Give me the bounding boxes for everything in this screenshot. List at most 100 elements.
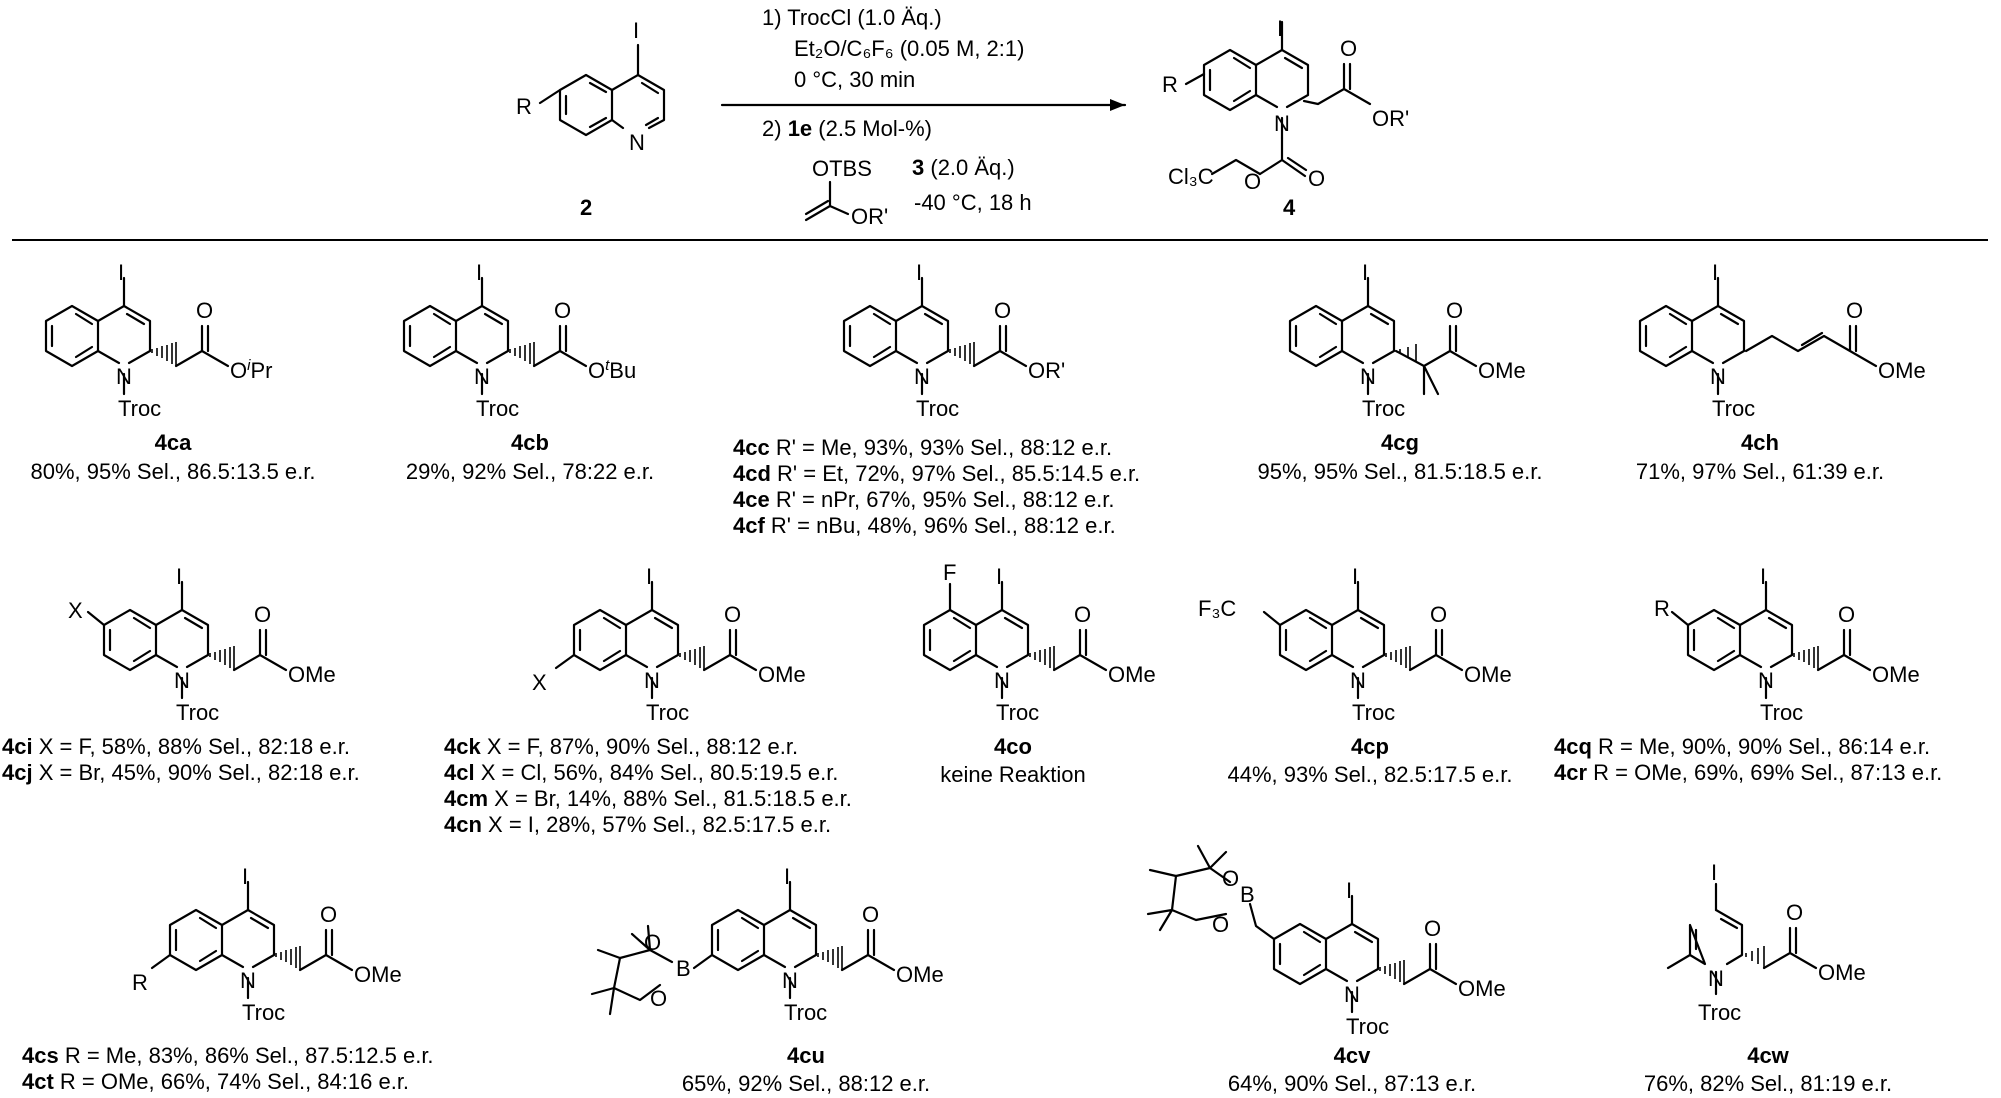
svg-text:X: X [68, 598, 83, 623]
step1-solvent: Et₂O/C₆F₆ (0.05 M, 2:1) [794, 36, 1024, 61]
result-4cb: 29%, 92% Sel., 78:22 e.r. [406, 459, 654, 484]
svg-text:OMe: OMe [896, 962, 944, 987]
result-4cc: 4cc R' = Me, 93%, 93% Sel., 88:12 e.r. [733, 435, 1112, 460]
svg-text:O: O [320, 902, 337, 927]
svg-text:I: I [916, 260, 922, 285]
structure-4cq-4cr: R I N Troc O OMe [1654, 564, 1920, 725]
structure-4ca: I N Troc O OiPr [44, 260, 272, 421]
result-4ci: 4ci X = F, 58%, 88% Sel., 82:18 e.r. [2, 734, 350, 759]
svg-text:F₃C: F₃C [1198, 596, 1236, 621]
svg-text:OMe: OMe [1478, 358, 1526, 383]
structure-4cc-4cf: I N Troc O OR' [842, 260, 1065, 421]
svg-text:I: I [784, 864, 790, 889]
svg-text:N: N [644, 668, 660, 693]
svg-text:OtBu: OtBu [588, 357, 636, 384]
structure-4co: F I N Troc O OMe [922, 560, 1156, 725]
ring-nitrogen: N [629, 130, 645, 155]
svg-text:I: I [1362, 260, 1368, 285]
arrow-head [1110, 99, 1125, 111]
svg-text:O: O [994, 298, 1011, 323]
svg-text:Troc: Troc [242, 1000, 285, 1025]
svg-text:I: I [996, 564, 1002, 589]
step1-conditions: 0 °C, 30 min [794, 67, 915, 92]
svg-text:N: N [1350, 668, 1366, 693]
svg-text:Troc: Troc [118, 396, 161, 421]
svg-text:O: O [724, 602, 741, 627]
svg-text:O: O [1212, 912, 1229, 937]
result-4cr: 4cr R = OMe, 69%, 69% Sel., 87:13 e.r. [1554, 760, 1942, 785]
svg-text:OMe: OMe [1108, 662, 1156, 687]
svg-text:Cl₃C: Cl₃C [1168, 164, 1214, 189]
step2-catalyst: 2) 1e (2.5 Mol-%) [762, 116, 932, 141]
result-4cf: 4cf R' = nBu, 48%, 96% Sel., 88:12 e.r. [733, 513, 1116, 538]
label-4ca: 4ca [155, 430, 192, 455]
result-4co: keine Reaktion [940, 762, 1086, 787]
svg-text:Troc: Troc [1352, 700, 1395, 725]
structure-4cu: B O O I N Troc O OMe [590, 864, 944, 1025]
result-4ct: 4ct R = OMe, 66%, 74% Sel., 84:16 e.r. [22, 1069, 409, 1094]
svg-text:Troc: Troc [916, 396, 959, 421]
label-4cb: 4cb [511, 430, 549, 455]
svg-text:OMe: OMe [1878, 358, 1926, 383]
r-substituent: R [516, 94, 532, 119]
svg-text:Troc: Troc [476, 396, 519, 421]
svg-text:N: N [474, 364, 490, 389]
svg-text:I: I [1352, 564, 1358, 589]
compound-number-2: 2 [580, 195, 592, 220]
svg-text:N: N [240, 968, 256, 993]
structure-4cs-4ct: R I N Troc O OMe [132, 864, 402, 1025]
otbs-label: OTBS [812, 156, 872, 181]
result-4cu: 65%, 92% Sel., 88:12 e.r. [682, 1071, 930, 1096]
svg-text:O: O [1786, 900, 1803, 925]
result-4cl: 4cl X = Cl, 56%, 84% Sel., 80.5:19.5 e.r… [444, 760, 838, 785]
svg-text:Troc: Troc [996, 700, 1039, 725]
iodo-label: I [633, 18, 639, 43]
result-4cg: 95%, 95% Sel., 81.5:18.5 e.r. [1258, 459, 1543, 484]
svg-text:OMe: OMe [758, 662, 806, 687]
svg-text:O: O [862, 902, 879, 927]
result-4cj: 4cj X = Br, 45%, 90% Sel., 82:18 e.r. [2, 760, 360, 785]
svg-text:OMe: OMe [1872, 662, 1920, 687]
svg-text:OMe: OMe [354, 962, 402, 987]
svg-text:O: O [1430, 602, 1447, 627]
svg-text:OR': OR' [1372, 106, 1409, 131]
svg-text:O: O [1340, 36, 1357, 61]
svg-text:OMe: OMe [288, 662, 336, 687]
svg-text:O: O [1424, 916, 1441, 941]
svg-text:B: B [676, 956, 691, 981]
svg-text:I: I [242, 864, 248, 889]
label-4cp: 4cp [1351, 734, 1389, 759]
svg-text:OMe: OMe [1458, 976, 1506, 1001]
label-4cv: 4cv [1334, 1043, 1371, 1068]
label-4cg: 4cg [1381, 430, 1419, 455]
compound-number-4: 4 [1283, 195, 1296, 220]
result-4cp: 44%, 93% Sel., 82.5:17.5 e.r. [1228, 762, 1513, 787]
svg-text:Troc: Troc [1362, 396, 1405, 421]
svg-text:Troc: Troc [784, 1000, 827, 1025]
svg-text:Troc: Troc [176, 700, 219, 725]
structure-4ch: I N Troc O OMe [1638, 260, 1926, 421]
structure-4ck-4cn: X I N Troc O OMe [532, 564, 806, 725]
svg-text:Troc: Troc [1698, 1000, 1741, 1025]
svg-text:N: N [1360, 364, 1376, 389]
svg-text:OiPr: OiPr [230, 357, 272, 384]
label-4cu: 4cu [787, 1043, 825, 1068]
svg-text:I: I [1711, 860, 1717, 885]
svg-text:N: N [116, 364, 132, 389]
svg-text:O: O [554, 298, 571, 323]
label-4ch: 4ch [1741, 430, 1779, 455]
step2-conditions: -40 °C, 18 h [914, 190, 1032, 215]
svg-text:O: O [644, 930, 661, 955]
svg-text:N: N [782, 968, 798, 993]
result-4cv: 64%, 90% Sel., 87:13 e.r. [1228, 1071, 1476, 1096]
result-4ch: 71%, 97% Sel., 61:39 e.r. [1636, 459, 1884, 484]
svg-text:I: I [1346, 878, 1352, 903]
result-4cw: 76%, 82% Sel., 81:19 e.r. [1644, 1071, 1892, 1096]
result-4cd: 4cd R' = Et, 72%, 97% Sel., 85.5:14.5 e.… [733, 461, 1140, 486]
label-4co: 4co [994, 734, 1032, 759]
svg-text:Troc: Troc [1346, 1014, 1389, 1039]
svg-text:OR': OR' [1028, 358, 1065, 383]
svg-text:N: N [1708, 966, 1724, 991]
step1-reagent: 1) TrocCl (1.0 Äq.) [762, 5, 942, 30]
